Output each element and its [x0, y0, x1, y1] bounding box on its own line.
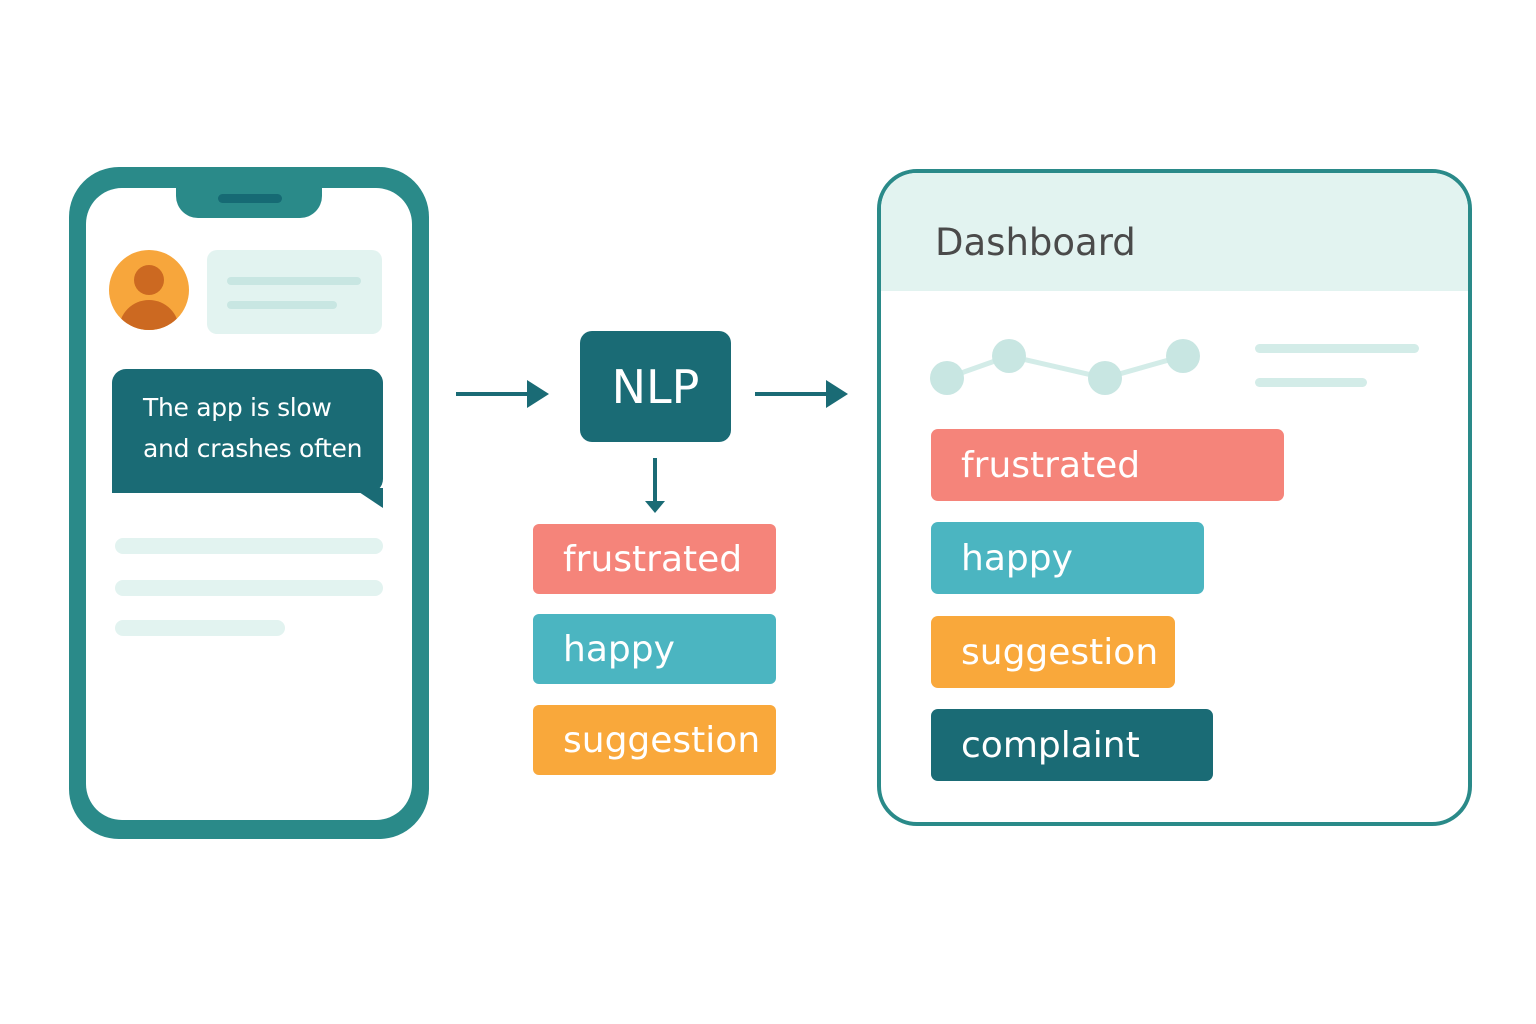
tag-frustrated: frustrated — [533, 524, 776, 594]
trend-line-icon — [930, 339, 1200, 395]
dashboard-tag-complaint: complaint — [931, 709, 1213, 781]
user-avatar-icon — [109, 250, 189, 330]
placeholder-line — [115, 580, 383, 596]
dashboard-header — [881, 173, 1468, 291]
dashboard-tag-suggestion: suggestion — [931, 616, 1175, 688]
placeholder-line — [115, 620, 285, 636]
arrow-right-icon — [755, 392, 827, 396]
arrow-right-icon — [456, 392, 528, 396]
tag-happy: happy — [533, 614, 776, 684]
placeholder-line — [115, 538, 383, 554]
placeholder-line — [1255, 344, 1419, 353]
placeholder-line — [1255, 378, 1367, 387]
arrow-head-icon — [527, 380, 549, 408]
bubble-tail — [353, 488, 383, 508]
arrow-head-icon — [645, 501, 665, 513]
dashboard-tag-frustrated: frustrated — [931, 429, 1284, 501]
dashboard-tag-happy: happy — [931, 522, 1204, 594]
phone-speaker — [218, 194, 282, 203]
dashboard-window: Dashboard frustrated happy suggestion co… — [877, 169, 1472, 826]
dashboard-title: Dashboard — [935, 221, 1136, 264]
tag-suggestion: suggestion — [533, 705, 776, 775]
feedback-message-bubble: The app is slow and crashes often — [112, 369, 383, 493]
arrow-head-icon — [826, 380, 848, 408]
nlp-box: NLP — [580, 331, 731, 442]
message-placeholder-card — [207, 250, 382, 334]
arrow-down-icon — [653, 458, 657, 502]
